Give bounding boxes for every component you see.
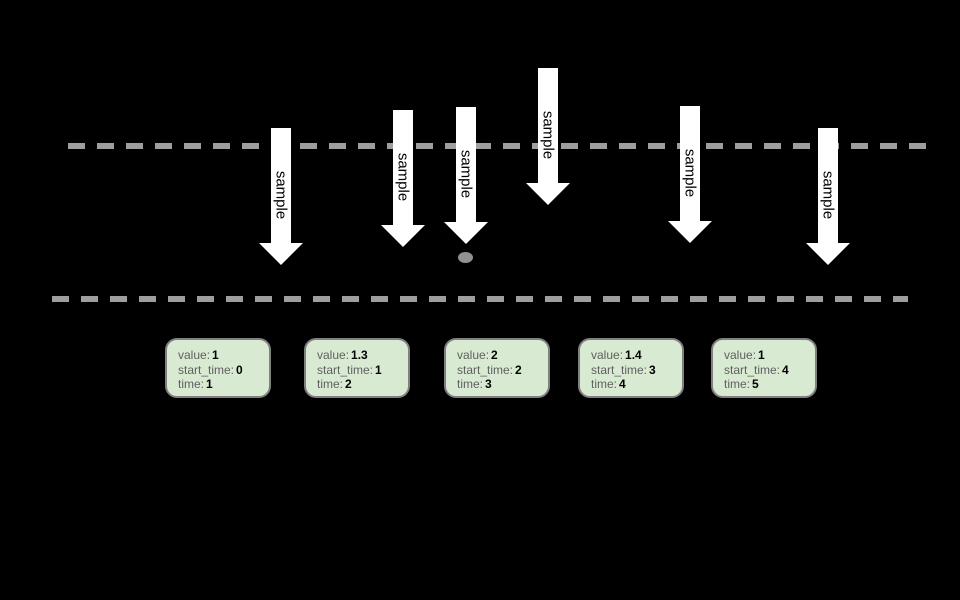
arrow-down-icon <box>381 225 425 247</box>
start-time-value: 3 <box>649 362 656 377</box>
time-field: time:5 <box>724 377 815 392</box>
arrow-shaft <box>271 128 291 244</box>
time-value: 3 <box>485 377 492 391</box>
time-field: time:4 <box>591 377 682 392</box>
start-time-value: 1 <box>375 362 382 377</box>
value-field: value:2 <box>457 348 548 363</box>
sample-arrow-4: sample <box>526 68 570 205</box>
lower-dashed-boundary-line <box>52 296 908 302</box>
start-time-field: start_time:0 <box>178 363 269 378</box>
arrow-shaft <box>456 107 476 223</box>
arrow-down-icon <box>806 243 850 265</box>
start-time-field: start_time:1 <box>317 363 408 378</box>
start-time-value: 0 <box>236 362 243 377</box>
upper-dashed-boundary-line <box>68 143 928 149</box>
start-time-value: 2 <box>515 362 522 377</box>
time-field: time:1 <box>178 377 269 392</box>
time-field: time:3 <box>457 377 548 392</box>
start-time-label: start_time: <box>317 362 374 377</box>
start-time-field: start_time:2 <box>457 363 548 378</box>
value-field: value:1.4 <box>591 348 682 363</box>
value-value: 2 <box>491 348 498 362</box>
sample-arrow-1: sample <box>259 128 303 265</box>
time-label: time: <box>178 377 205 391</box>
sample-arrow-label: sample <box>819 170 837 220</box>
arrow-shaft <box>818 128 838 244</box>
value-label: value: <box>591 348 624 362</box>
start-time-label: start_time: <box>457 362 514 377</box>
time-value: 1 <box>206 377 213 391</box>
time-field: time:2 <box>317 377 408 392</box>
sample-arrow-label: sample <box>457 149 475 199</box>
value-label: value: <box>178 348 211 362</box>
value-label: value: <box>724 348 757 362</box>
sample-arrow-5: sample <box>668 106 712 243</box>
time-label: time: <box>591 377 618 391</box>
value-field: value:1 <box>724 348 815 363</box>
start-time-field: start_time:4 <box>724 363 815 378</box>
value-label: value: <box>317 348 350 362</box>
start-time-field: start_time:3 <box>591 363 682 378</box>
value-field: value:1.3 <box>317 348 408 363</box>
sample-arrow-3: sample <box>444 107 488 244</box>
sample-arrow-label: sample <box>681 148 699 198</box>
arrow-shaft <box>538 68 558 184</box>
time-label: time: <box>724 377 751 391</box>
sample-record-card-2: value:1.3 start_time:1 time:2 <box>304 338 410 398</box>
value-value: 1.3 <box>351 348 368 362</box>
arrow-down-icon <box>259 243 303 265</box>
sample-arrow-6: sample <box>806 128 850 265</box>
sample-record-card-1: value:1 start_time:0 time:1 <box>165 338 271 398</box>
value-value: 1 <box>212 348 219 362</box>
value-field: value:1 <box>178 348 269 363</box>
arrow-shaft <box>680 106 700 222</box>
start-time-label: start_time: <box>591 362 648 377</box>
sample-arrow-2: sample <box>381 110 425 247</box>
sample-arrow-label: sample <box>272 170 290 220</box>
start-time-label: start_time: <box>178 362 235 377</box>
time-value: 5 <box>752 377 759 391</box>
time-label: time: <box>317 377 344 391</box>
value-label: value: <box>457 348 490 362</box>
time-value: 4 <box>619 377 626 391</box>
value-value: 1 <box>758 348 765 362</box>
time-value: 2 <box>345 377 352 391</box>
sample-point-dot <box>458 252 473 263</box>
sample-arrow-label: sample <box>539 110 557 160</box>
start-time-label: start_time: <box>724 362 781 377</box>
arrow-shaft <box>393 110 413 226</box>
arrow-down-icon <box>526 183 570 205</box>
arrow-down-icon <box>668 221 712 243</box>
sample-record-card-5: value:1 start_time:4 time:5 <box>711 338 817 398</box>
sample-record-card-4: value:1.4 start_time:3 time:4 <box>578 338 684 398</box>
time-label: time: <box>457 377 484 391</box>
arrow-down-icon <box>444 222 488 244</box>
start-time-value: 4 <box>782 362 789 377</box>
sample-record-card-3: value:2 start_time:2 time:3 <box>444 338 550 398</box>
value-value: 1.4 <box>625 348 642 362</box>
sample-arrow-label: sample <box>394 152 412 202</box>
